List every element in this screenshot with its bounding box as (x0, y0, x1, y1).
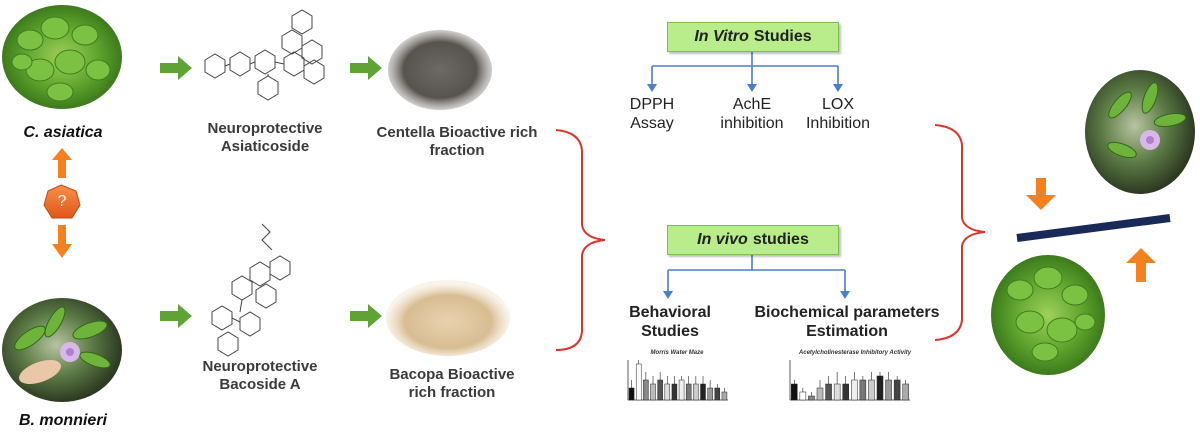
mini-chart-bar (643, 380, 648, 400)
orange-arrow-up (52, 148, 72, 178)
mini-chart-bar (817, 388, 823, 400)
mini-chart-bar (715, 388, 720, 400)
mini-chart-bar (894, 380, 900, 400)
bacopa-photo-right (1085, 70, 1195, 194)
mini-chart-bar (860, 380, 866, 400)
bacopa-fraction-powder (386, 280, 510, 356)
mini-chart-bar (651, 384, 656, 400)
branch-behavioral: Behavioral Studies (610, 304, 730, 342)
morris-water-maze-chart (628, 360, 728, 400)
bacoside-structure (212, 224, 290, 356)
assay-dpph: DPPH Assay (612, 96, 692, 134)
compound-label-top: Neuroprotective Asiaticoside (190, 120, 340, 155)
centella-photo-right (991, 255, 1105, 375)
orange-arrow-up-right (1126, 248, 1156, 282)
mini-chart-bar (665, 384, 670, 400)
fraction-label-top: Centella Bioactive rich fraction (362, 124, 552, 159)
mini-chart-bar (629, 388, 634, 400)
mini-chart-bar (672, 384, 677, 400)
centella-fraction-powder (388, 30, 492, 110)
question-mark: ? (44, 193, 80, 212)
mini-chart-bar (868, 380, 874, 400)
species-label-bottom: B. monnieri (8, 412, 118, 430)
fractions-bracket (556, 130, 605, 350)
mini-chart-bar (843, 384, 849, 400)
mini-chart-bar (722, 392, 727, 400)
mini-chart-bar (658, 380, 663, 400)
mini-chart-bar (826, 384, 832, 400)
in-vivo-box: In vivo studies (667, 225, 839, 255)
mini-chart-bar (886, 380, 892, 400)
assay-ache: AchE inhibition (706, 96, 798, 134)
mini-chart-bar (834, 384, 840, 400)
mini-chart-bar (636, 364, 641, 400)
compound-label-bottom: Neuroprotective Bacoside A (185, 358, 335, 393)
balance-bar (1017, 218, 1170, 238)
mini-chart-bar (701, 384, 706, 400)
species-label-top: C. asiatica (8, 124, 118, 142)
in-vitro-branches (647, 52, 843, 92)
mini-chart-bar (800, 392, 806, 400)
mini-chart-bar (808, 396, 814, 400)
mini-chart-bar (679, 380, 684, 400)
mini-chart-bar (851, 380, 857, 400)
mini-chart-bar (708, 388, 713, 400)
mini-chart-bar (903, 384, 909, 400)
in-vivo-title-rest: studies (753, 231, 809, 249)
mini-chart-bar (791, 384, 797, 400)
mini-chart-title-2: Acetylcholinesterase Inhibitory Activity (780, 350, 930, 356)
orange-arrow-down-right (1026, 178, 1056, 210)
branch-biochemical: Biochemical parameters Estimation (742, 304, 952, 342)
in-vivo-title-italic: In vivo (697, 231, 748, 249)
mini-chart-bar (693, 384, 698, 400)
asiaticoside-structure (205, 10, 324, 100)
centella-photo (2, 5, 122, 109)
in-vivo-branches (663, 254, 850, 299)
in-vitro-title-italic: In Vitro (694, 28, 749, 46)
in-vitro-box: In Vitro Studies (667, 22, 839, 52)
mini-chart-title-1: Morris Water Maze (622, 350, 732, 356)
in-vitro-title-rest: Studies (754, 28, 812, 46)
mini-chart-bar (686, 384, 691, 400)
bacopa-photo (2, 298, 122, 402)
ache-inhibitory-activity-chart (790, 360, 910, 400)
fraction-label-bottom: Bacopa Bioactive rich fraction (372, 366, 532, 401)
mini-chart-bar (877, 376, 883, 400)
orange-arrow-down (52, 225, 72, 258)
assay-lox: LOX Inhibition (798, 96, 878, 134)
